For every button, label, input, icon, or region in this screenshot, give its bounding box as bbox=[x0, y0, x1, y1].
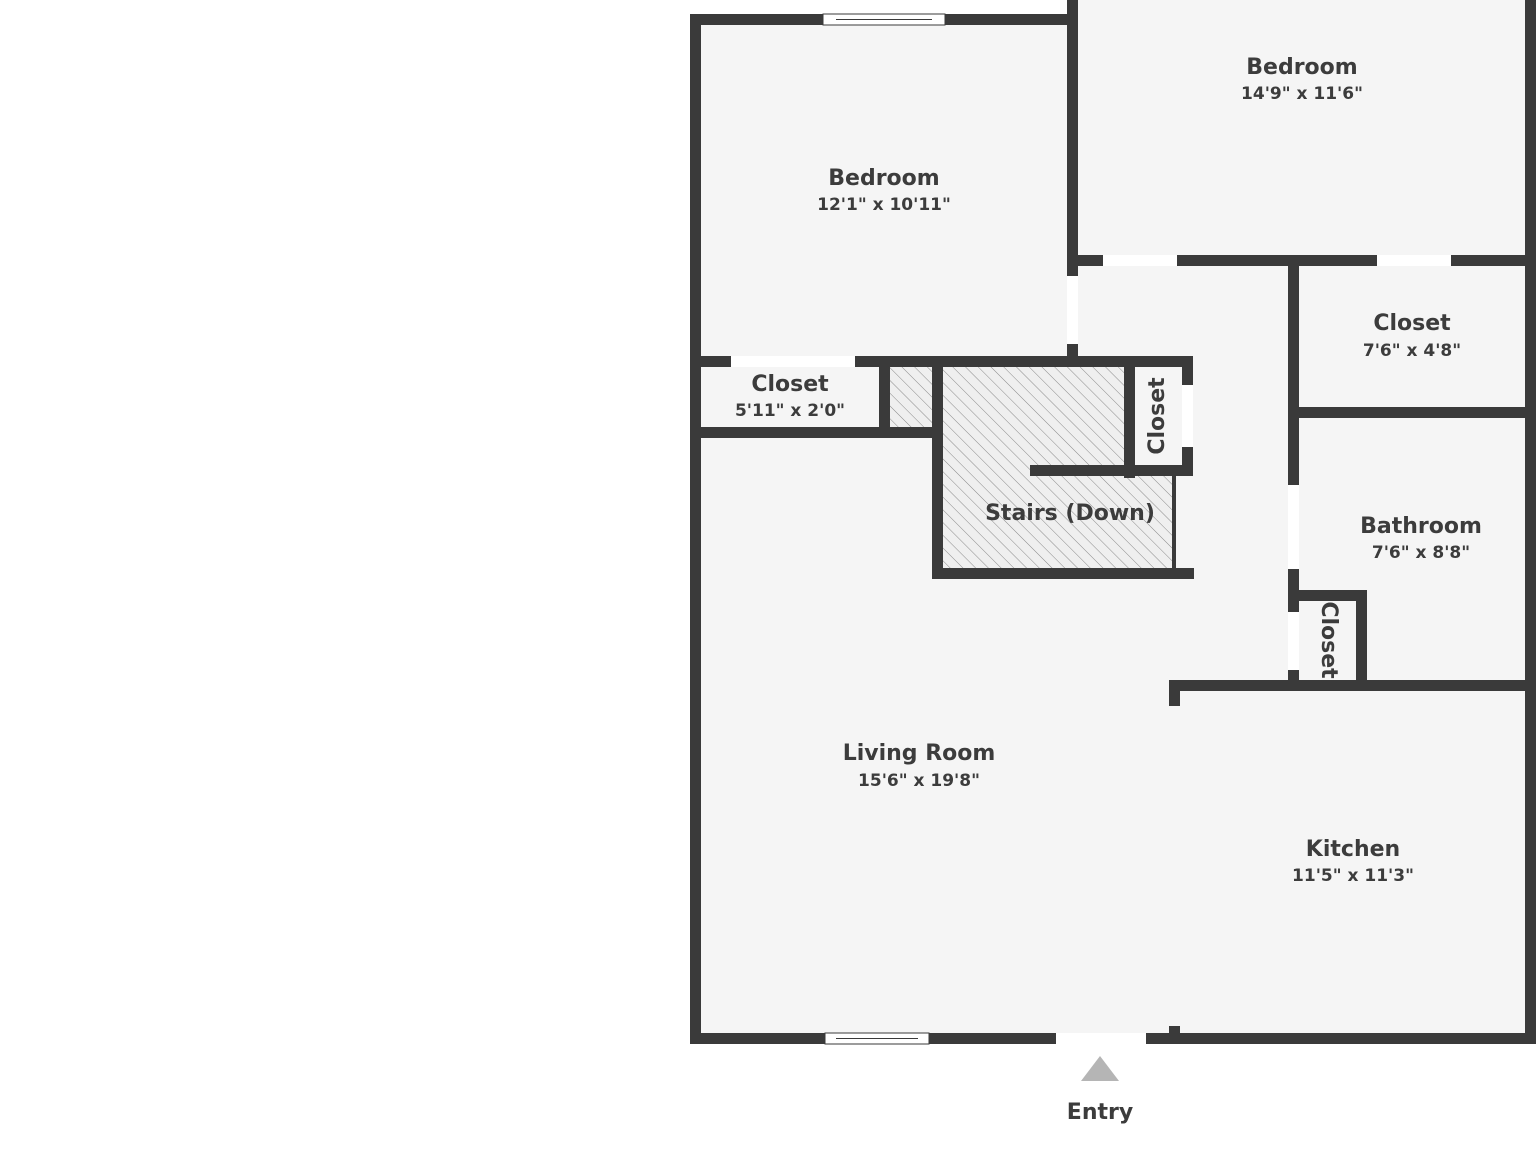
door-closet-small bbox=[731, 356, 855, 367]
wall bbox=[879, 356, 890, 436]
wall bbox=[1172, 475, 1176, 575]
door-bathroom bbox=[1288, 485, 1299, 569]
wall bbox=[1288, 255, 1299, 687]
wall bbox=[690, 14, 701, 1044]
wall bbox=[1124, 356, 1135, 478]
triangle-up-icon bbox=[1081, 1056, 1119, 1081]
room-name-bedroom-left: Bedroom bbox=[828, 166, 939, 191]
room-name-closet-small: Closet bbox=[751, 372, 829, 397]
stairs-small-hatch bbox=[890, 367, 932, 427]
room-dims-bathroom: 7'6" x 8'8" bbox=[1372, 543, 1470, 563]
room-dims-bedroom-right: 14'9" x 11'6" bbox=[1241, 84, 1363, 104]
wall bbox=[1030, 465, 1193, 476]
room-name-kitchen: Kitchen bbox=[1306, 837, 1400, 862]
wall bbox=[1169, 680, 1180, 706]
room-name-bedroom-right: Bedroom bbox=[1246, 55, 1357, 80]
wall bbox=[932, 568, 1194, 579]
room-name-closet-stair: Closet bbox=[1145, 377, 1170, 455]
room-name-living-room: Living Room bbox=[843, 741, 996, 766]
room-labels: Bedroom 12'1" x 10'11" Bedroom 14'9" x 1… bbox=[735, 55, 1482, 886]
wall bbox=[1288, 407, 1536, 418]
room-dims-closet-small: 5'11" x 2'0" bbox=[735, 401, 845, 421]
door-bedroom-left bbox=[1067, 276, 1078, 344]
entry-marker: Entry bbox=[1067, 1056, 1133, 1125]
room-name-closet-right: Closet bbox=[1373, 311, 1451, 336]
wall bbox=[932, 356, 943, 578]
entry-label: Entry bbox=[1067, 1100, 1133, 1125]
door-closet-stair bbox=[1182, 385, 1193, 447]
room-dims-living-room: 15'6" x 19'8" bbox=[858, 771, 980, 791]
door-closet-bath bbox=[1288, 612, 1299, 670]
wall bbox=[1356, 590, 1367, 690]
door-bedroom-right bbox=[1103, 255, 1177, 266]
openings bbox=[731, 13, 1451, 1045]
wall bbox=[1169, 680, 1536, 691]
room-name-bathroom: Bathroom bbox=[1360, 514, 1482, 539]
room-dims-closet-right: 7'6" x 4'8" bbox=[1363, 341, 1461, 361]
wall bbox=[1169, 1026, 1180, 1040]
wall bbox=[1067, 255, 1536, 266]
entry-door bbox=[1056, 1033, 1146, 1044]
door-closet-right bbox=[1377, 255, 1451, 266]
room-name-closet-bath: Closet bbox=[1316, 601, 1341, 679]
wall bbox=[1288, 590, 1367, 601]
wall bbox=[690, 427, 942, 438]
room-name-stairs: Stairs (Down) bbox=[985, 501, 1155, 526]
room-dims-bedroom-left: 12'1" x 10'11" bbox=[817, 195, 951, 215]
wall bbox=[1067, 0, 1078, 366]
room-dims-kitchen: 11'5" x 11'3" bbox=[1292, 866, 1414, 886]
wall bbox=[1525, 0, 1536, 1044]
